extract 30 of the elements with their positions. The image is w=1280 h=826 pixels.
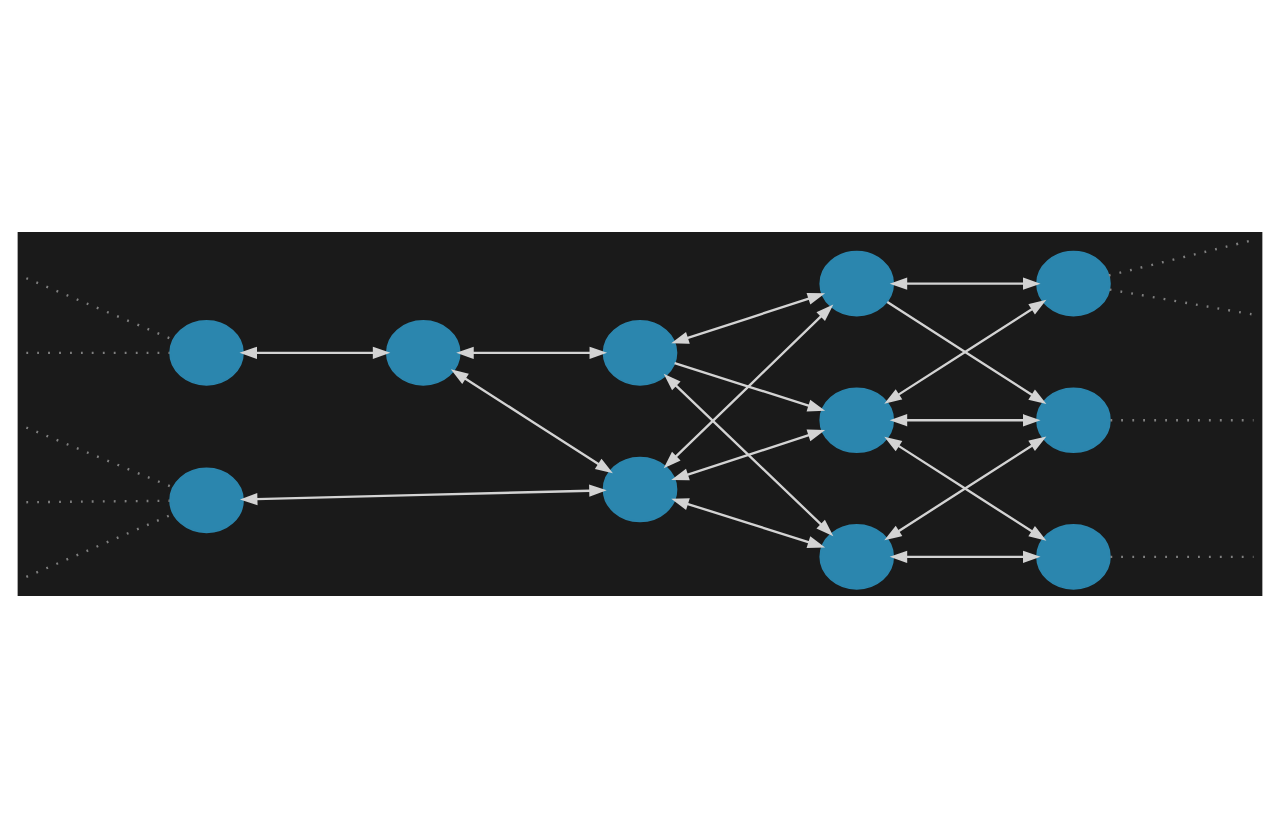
node-circle bbox=[602, 455, 678, 522]
node-circle bbox=[169, 319, 244, 385]
arrow bbox=[671, 291, 826, 343]
node-circle bbox=[385, 319, 461, 385]
arrow bbox=[889, 413, 1041, 426]
connector bbox=[1108, 237, 1254, 276]
arrow bbox=[239, 345, 391, 358]
connector bbox=[25, 276, 174, 340]
node-circle bbox=[819, 523, 895, 589]
node-circle bbox=[819, 386, 895, 453]
connector bbox=[25, 425, 174, 488]
arrow bbox=[884, 435, 1047, 540]
node-circle bbox=[819, 249, 895, 316]
node-circle bbox=[1036, 386, 1111, 453]
arrow bbox=[663, 303, 834, 468]
arrow bbox=[663, 372, 834, 536]
arrow bbox=[671, 428, 826, 480]
arrow bbox=[239, 483, 607, 505]
connector bbox=[25, 511, 174, 577]
node-circle bbox=[1036, 249, 1111, 316]
arrow bbox=[456, 345, 608, 358]
arrow bbox=[889, 549, 1041, 562]
connector bbox=[1109, 287, 1254, 315]
node-circle bbox=[602, 319, 678, 385]
arrow bbox=[450, 368, 613, 473]
node-circle bbox=[1036, 523, 1111, 589]
arrow bbox=[671, 497, 826, 547]
arrow bbox=[674, 361, 826, 411]
node-circle bbox=[169, 466, 244, 533]
arrow bbox=[889, 276, 1041, 289]
